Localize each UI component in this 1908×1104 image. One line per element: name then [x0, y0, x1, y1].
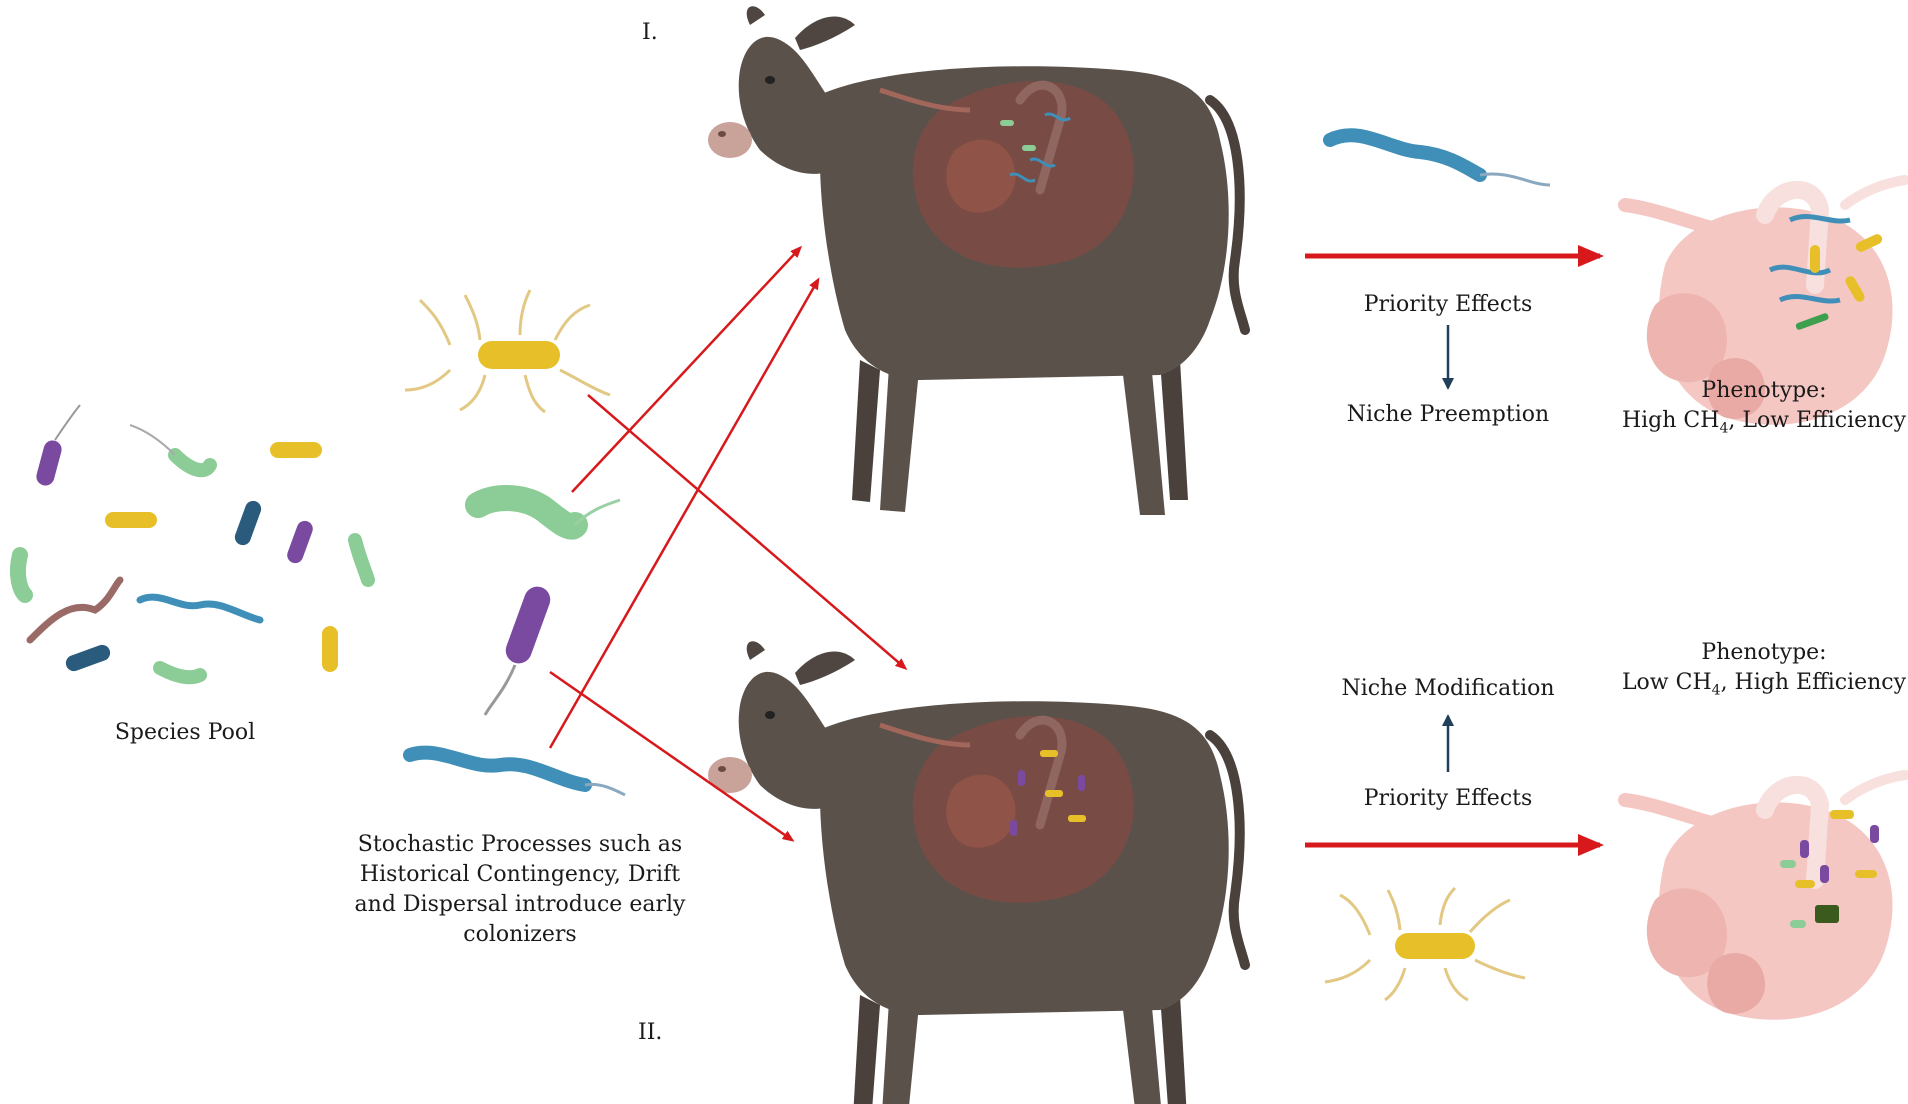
- top-phenotype-value: High CH4, Low Efficiency: [1620, 406, 1908, 443]
- colonization-arrows: [548, 245, 908, 842]
- bottom-rumen-microbes: [1780, 810, 1879, 928]
- stochastic-line-3: and Dispersal introduce early: [354, 892, 686, 917]
- top-efficiency-label: , Low Efficiency: [1728, 408, 1907, 433]
- top-ch4-label: High CH: [1621, 408, 1720, 433]
- stochastic-line-2: Historical Contingency, Drift: [359, 862, 681, 887]
- bottom-phenotype-title: Phenotype:: [1701, 640, 1827, 665]
- early-colonizer-microbes: [403, 289, 626, 797]
- bottom-dominant-microbe: [1324, 886, 1526, 1002]
- cow-top-rumen-microbes: [1000, 112, 1071, 183]
- bottom-phenotype: Phenotype: Low CH4, High Efficiency: [1620, 638, 1908, 705]
- stochastic-processes-text: Stochastic Processes such as Historical …: [345, 830, 695, 950]
- bottom-efficiency-label: , High Efficiency: [1720, 670, 1907, 695]
- species-pool-microbes: [9, 404, 375, 685]
- top-niche-preemption-label: Niche Preemption: [1346, 402, 1550, 427]
- top-dominant-microbe: [1323, 128, 1551, 187]
- section-label-bottom: II.: [638, 1020, 663, 1045]
- bottom-ch4-sub: 4: [1711, 682, 1721, 699]
- section-label-top: I.: [642, 20, 658, 45]
- top-phenotype-title: Phenotype:: [1701, 378, 1827, 403]
- top-rumen-microbes: [1768, 214, 1883, 330]
- top-phenotype: Phenotype: High CH4, Low Efficiency: [1620, 376, 1908, 443]
- top-ch4-sub: 4: [1719, 420, 1729, 437]
- stochastic-line-1: Stochastic Processes such as: [357, 832, 683, 857]
- bottom-priority-effects-label: Priority Effects: [1363, 786, 1533, 811]
- stochastic-line-4: colonizers: [463, 922, 577, 947]
- bottom-phenotype-value: Low CH4, High Efficiency: [1620, 668, 1908, 705]
- species-pool-label: Species Pool: [114, 720, 256, 745]
- bottom-ch4-label: Low CH: [1621, 670, 1712, 695]
- cow-bottom: [708, 641, 1245, 1104]
- cow-bottom-rumen-microbes: [1010, 750, 1086, 836]
- top-priority-effects-label: Priority Effects: [1363, 292, 1533, 317]
- bottom-rumen: [1625, 775, 1905, 1020]
- bottom-niche-modification-label: Niche Modification: [1341, 676, 1555, 701]
